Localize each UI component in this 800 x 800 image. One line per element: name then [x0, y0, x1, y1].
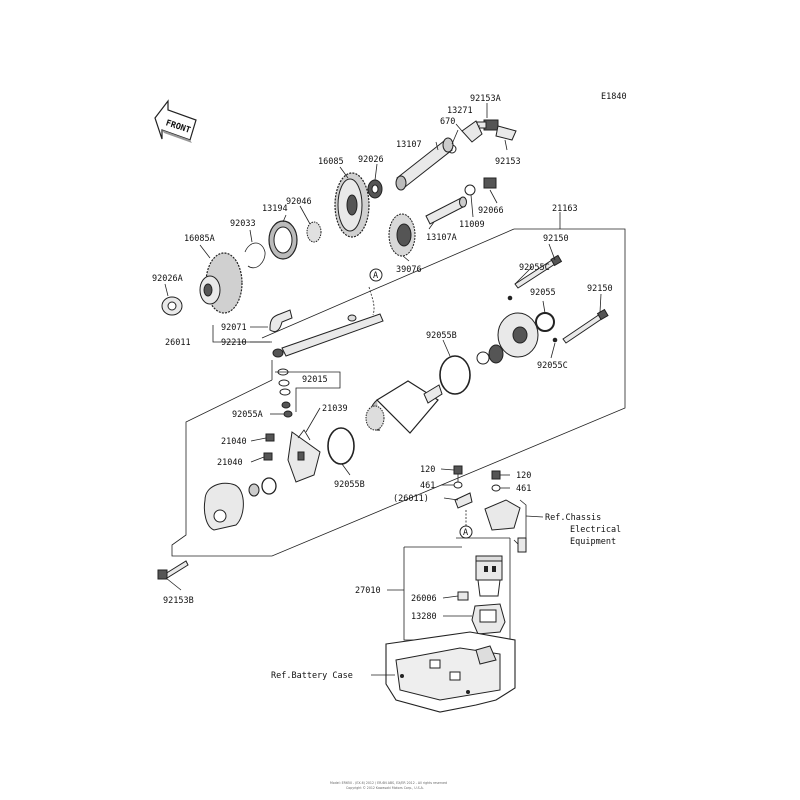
label-120-a: 120 — [420, 465, 435, 475]
label-92210: 92210 — [221, 338, 247, 348]
label-26011-ref: (26011) — [393, 494, 429, 504]
oring-92055b-bottom-icon — [327, 427, 355, 465]
battery-case-icon — [385, 631, 516, 713]
label-26006: 26006 — [411, 594, 437, 604]
relay-bracket-icon — [454, 492, 527, 553]
part-labels: 92153A 13271 670 13107 92153 16085 92026… — [152, 94, 621, 681]
label-39076: 39076 — [396, 265, 422, 275]
relay-bolts-icon — [453, 465, 501, 492]
diagram-code: E1840 — [601, 92, 627, 102]
ref-battery-case: Ref.Battery Case — [271, 671, 353, 681]
washer-92026a-icon — [161, 296, 183, 316]
label-13107: 13107 — [396, 140, 422, 150]
svg-text:A: A — [373, 271, 378, 281]
label-26011: 26011 — [165, 338, 191, 348]
label-16085: 16085 — [318, 157, 344, 167]
end-cover-icon — [497, 295, 558, 358]
leader-lines-relay — [371, 468, 544, 676]
brush-holder-21039-icon — [287, 429, 321, 483]
label-21040-a: 21040 — [221, 437, 247, 447]
label-92150-a: 92150 — [543, 234, 569, 244]
label-92055C-bot: 92055C — [537, 361, 568, 371]
gear-39076-icon — [388, 213, 416, 257]
bearing-92026-icon — [367, 179, 383, 199]
shaft-13107a-icon — [425, 196, 467, 225]
label-92055B-top: 92055B — [426, 331, 457, 341]
bearing-washer-icon — [476, 344, 504, 365]
label-92153B: 92153B — [163, 596, 194, 606]
shaft-13107-icon — [395, 137, 454, 191]
label-21040-b: 21040 — [217, 458, 243, 468]
label-16085A: 16085A — [184, 234, 215, 244]
label-11009: 11009 — [459, 220, 485, 230]
front-arrow-icon: FRONT — [154, 99, 197, 143]
label-92066: 92066 — [478, 206, 504, 216]
ref-chassis-line2: Electrical — [570, 525, 621, 535]
clutch-13194-icon — [268, 220, 298, 260]
ref-chassis-line3: Equipment — [570, 537, 616, 547]
gear-16085-icon — [334, 172, 370, 238]
label-92026: 92026 — [358, 155, 384, 165]
ref-chassis-line1: Ref.Chassis — [545, 513, 601, 523]
callout-a-bottom: A — [459, 510, 473, 539]
oring-92055b-top-icon — [439, 355, 471, 395]
label-92055B-bot: 92055B — [334, 480, 365, 490]
bolt-92153b-icon — [157, 560, 189, 580]
leader-lines-top — [164, 103, 508, 297]
label-21163: 21163 — [552, 204, 578, 214]
label-13194: 13194 — [262, 204, 288, 214]
gear-16085a-icon — [199, 252, 243, 314]
label-27010: 27010 — [355, 586, 381, 596]
brush-21040-icon — [263, 433, 275, 461]
label-92150-b: 92150 — [587, 284, 613, 294]
label-92046: 92046 — [286, 197, 312, 207]
boot-92071-icon — [269, 309, 293, 333]
label-92033: 92033 — [230, 219, 256, 229]
footer-line-2: Copyright © 2012 Kawasaki Motors Corp., … — [346, 786, 424, 790]
label-461-b: 461 — [516, 484, 531, 494]
fuse-26006-icon — [457, 591, 469, 601]
label-120-b: 120 — [516, 471, 531, 481]
assembly-outline — [171, 212, 626, 557]
callout-a-top: A — [369, 268, 383, 282]
label-13280: 13280 — [411, 612, 437, 622]
relay-cover-13280-icon — [471, 603, 506, 635]
armature-icon — [365, 380, 443, 434]
label-92055C-top: 92055C — [519, 263, 550, 273]
washers-small-icon — [248, 477, 277, 497]
oring-92055-icon — [535, 312, 555, 332]
label-92071: 92071 — [221, 323, 247, 333]
end-housing-icon — [203, 482, 244, 531]
circlip-92033-icon — [244, 242, 266, 269]
label-92153A: 92153A — [470, 94, 501, 104]
through-bolt-92150-icon — [514, 254, 609, 344]
washer-92066-icon — [464, 177, 497, 196]
needle-bearing-92046-icon — [306, 221, 322, 243]
svg-text:A: A — [463, 528, 468, 538]
label-13107A: 13107A — [426, 233, 457, 243]
label-92026A: 92026A — [152, 274, 183, 284]
footer-line-1: Model: ER650 - (EX-6) 2012 / ER-6N ABS, … — [330, 781, 447, 785]
label-13271: 13271 — [447, 106, 473, 116]
label-92055: 92055 — [530, 288, 556, 298]
label-92015: 92015 — [302, 375, 328, 385]
label-21039: 21039 — [322, 404, 348, 414]
leader-lines-box — [165, 243, 602, 591]
label-92055A: 92055A — [232, 410, 263, 420]
brush-stack-icon — [277, 368, 293, 418]
shaft-26011-icon — [272, 286, 384, 358]
label-92153: 92153 — [495, 157, 521, 167]
relay-27010-icon — [475, 555, 503, 597]
label-461-a: 461 — [420, 481, 435, 491]
label-670: 670 — [440, 117, 455, 127]
